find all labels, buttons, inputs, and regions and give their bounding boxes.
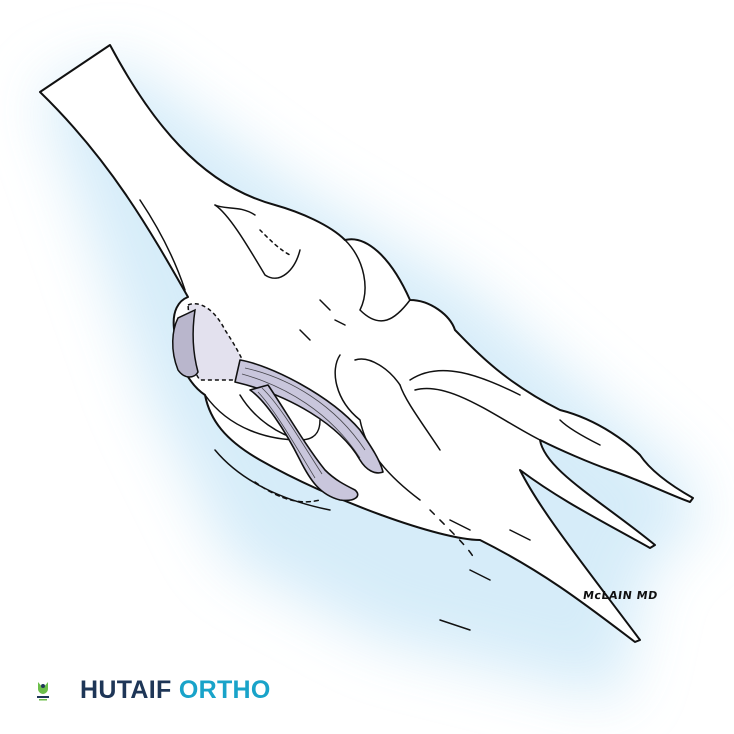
epicondyle bbox=[172, 308, 199, 378]
brand-name: HUTAIF ORTHO bbox=[80, 676, 271, 705]
bone-details bbox=[139, 199, 601, 631]
artist-signature: McLAIN MD bbox=[582, 589, 659, 602]
graft-fibers bbox=[241, 367, 366, 479]
ligament-graft bbox=[234, 359, 384, 502]
brand-watermark: HUTAIF ORTHO bbox=[36, 676, 271, 705]
brand-word-hutaif: HUTAIF bbox=[80, 676, 172, 704]
brand-word-ortho: ORTHO bbox=[178, 676, 271, 704]
hutaif-logo-icon bbox=[37, 681, 49, 700]
